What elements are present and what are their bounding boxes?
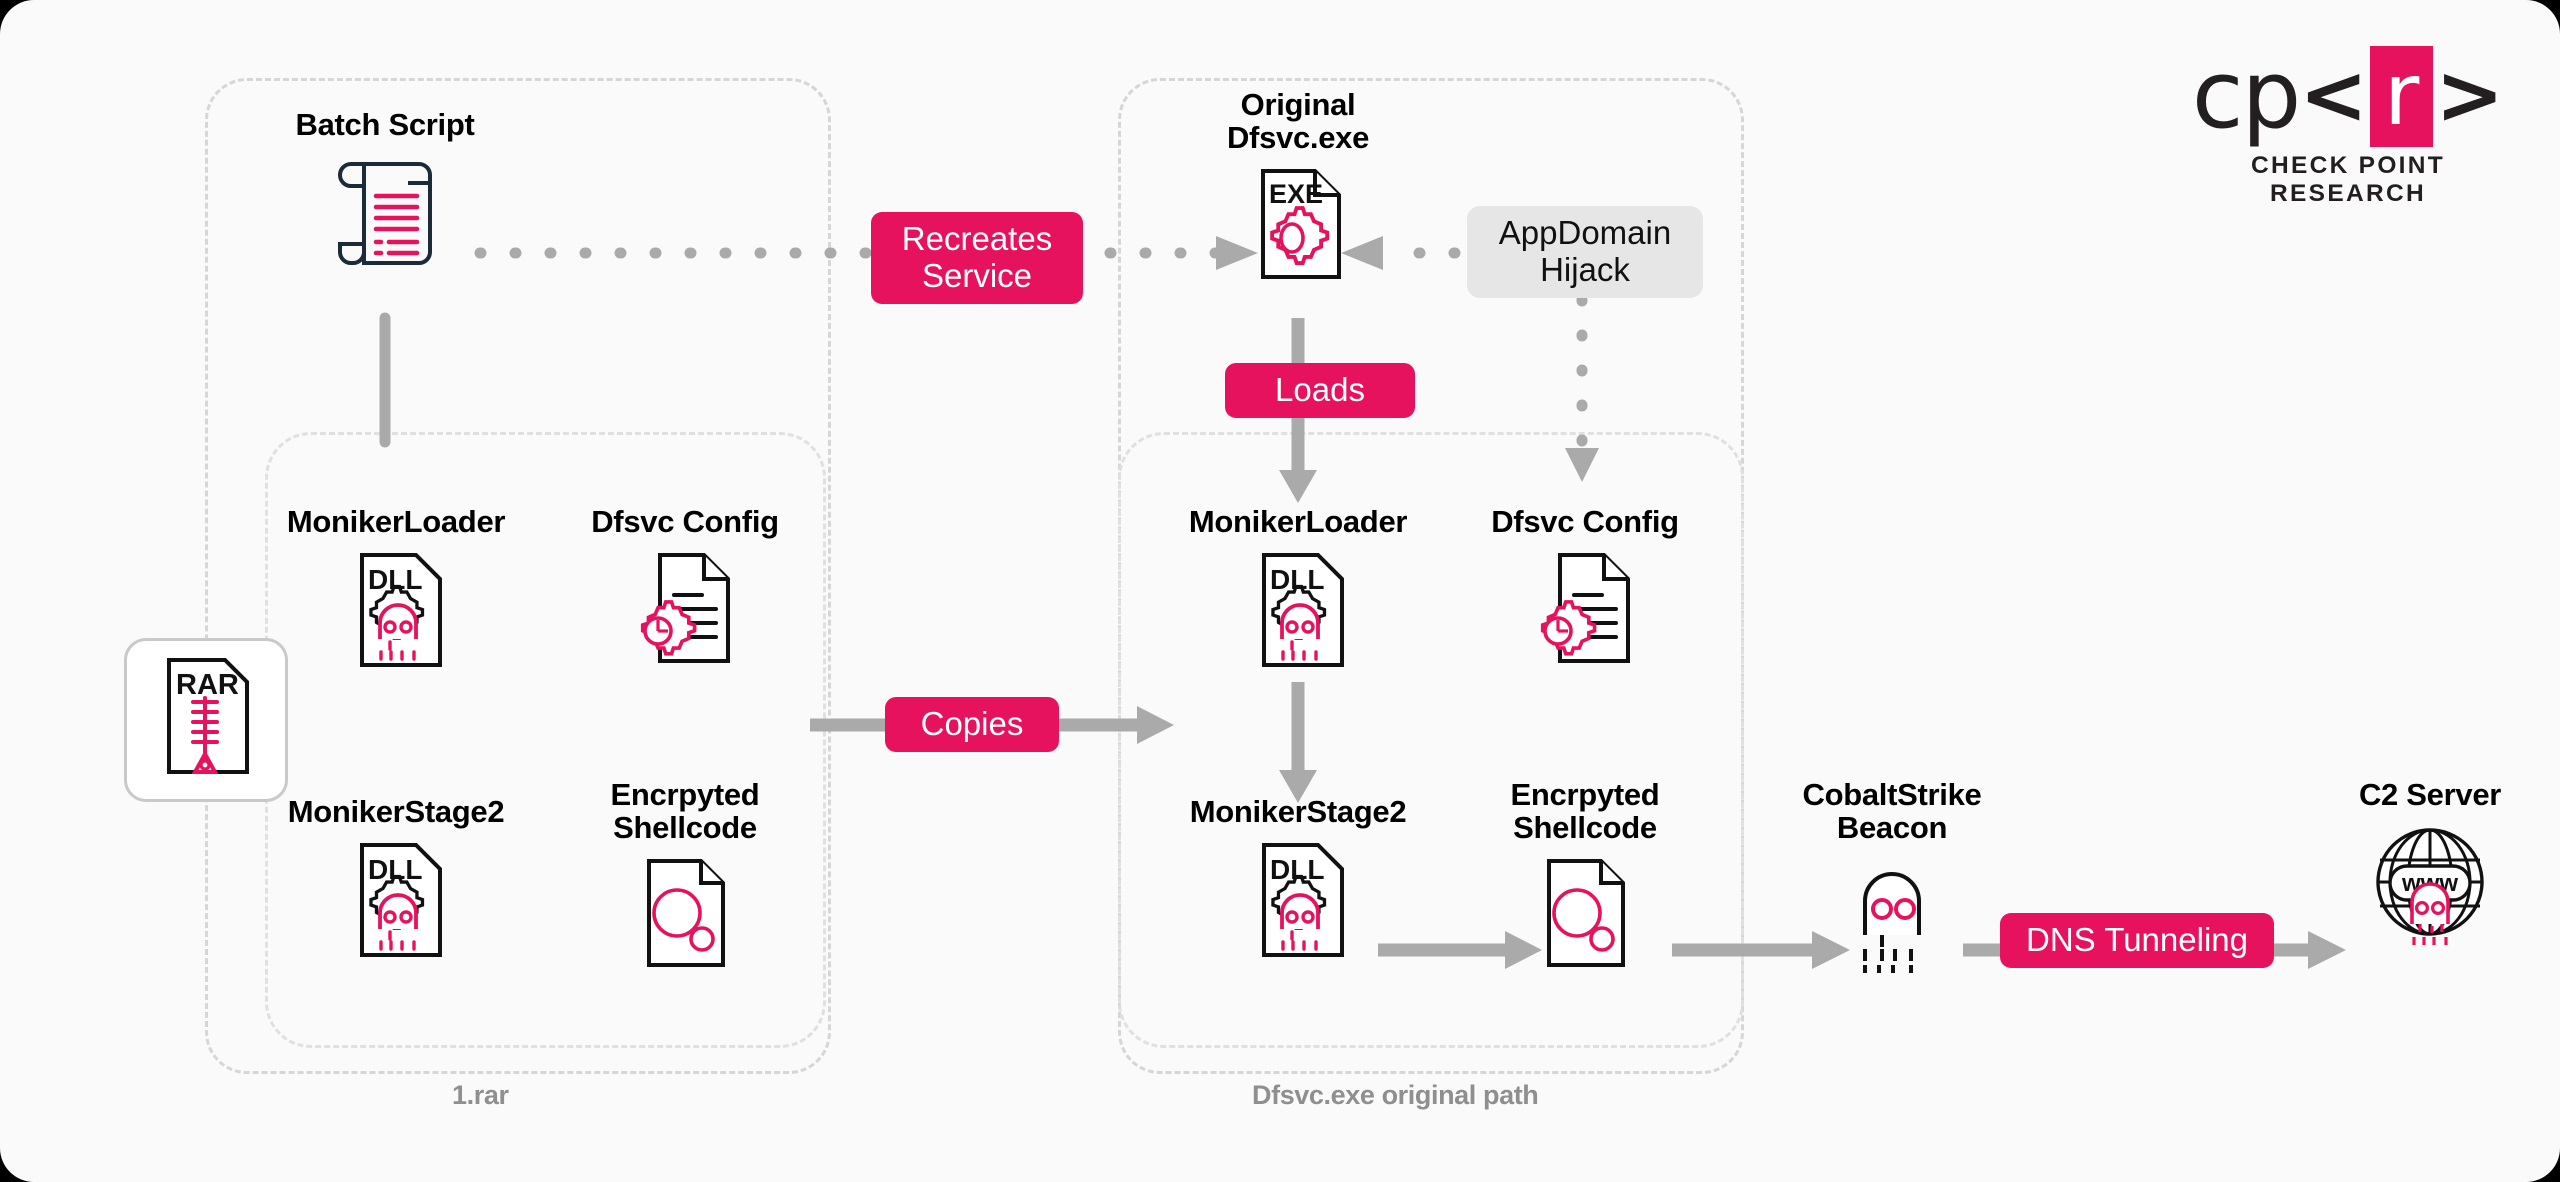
node-right-dfsvc-config-label: Dfsvc Config — [1491, 504, 1679, 539]
logo-gt-bracket: > — [2435, 48, 2505, 143]
edge-loads-arrowhead — [1279, 470, 1317, 503]
edge-loader-stage2-arrowhead — [1279, 770, 1317, 803]
node-cobalt-beacon[interactable]: CobaltStrike Beacon — [1762, 778, 2022, 980]
document-gear-icon — [626, 547, 744, 674]
zone-rar-outer — [205, 78, 831, 1074]
edge-label-appdomain-hijack[interactable]: AppDomain Hijack — [1467, 206, 1703, 298]
node-original-dfsvc-label: Original Dfsvc.exe — [1226, 87, 1370, 156]
svg-text:DLL: DLL — [368, 564, 422, 595]
node-right-moniker-stage2[interactable]: MonikerStage2 DLL — [1168, 795, 1428, 964]
edge-hijack-config-arrowhead — [1565, 448, 1599, 482]
node-right-dfsvc-config[interactable]: Dfsvc Config — [1455, 505, 1715, 674]
dll-ghost-icon: DLL — [1242, 547, 1354, 674]
node-rar-archive[interactable]: RAR — [73, 652, 333, 785]
node-left-shellcode-label: Encrpyted Shellcode — [610, 777, 760, 846]
node-left-moniker-loader-label: MonikerLoader — [286, 504, 506, 539]
scroll-script-icon — [329, 150, 441, 275]
edge-stage2-shellcode-arrowhead — [1505, 931, 1542, 969]
edge-label-dns-tunneling[interactable]: DNS Tunneling — [2000, 913, 2274, 968]
node-c2-server[interactable]: C2 Server www — [2300, 778, 2560, 953]
node-right-moniker-loader-label: MonikerLoader — [1188, 504, 1408, 539]
document-gear-icon — [1526, 547, 1644, 674]
node-left-moniker-stage2-label: MonikerStage2 — [287, 794, 505, 829]
svg-text:DLL: DLL — [1270, 564, 1324, 595]
svg-text:RAR: RAR — [176, 669, 239, 701]
edge-label-copies[interactable]: Copies — [885, 697, 1059, 752]
edge-shellcode-beacon-arrowhead — [1812, 931, 1850, 969]
dll-ghost-icon: DLL — [340, 547, 452, 674]
cpr-logo: cp < r > CHECK POINT RESEARCH — [2192, 45, 2504, 208]
logo-cp-text: cp — [2191, 41, 2301, 150]
node-right-shellcode-label: Encrpyted Shellcode — [1510, 777, 1660, 846]
svg-text:DLL: DLL — [368, 854, 422, 885]
edge-dns-c2-arrowhead — [2308, 931, 2346, 969]
exe-gear-icon: EXE — [1243, 163, 1353, 286]
edge-hijack-arrowhead — [1341, 236, 1383, 270]
dll-ghost-icon: DLL — [340, 837, 452, 964]
encrypted-document-icon — [1533, 853, 1637, 976]
logo-r-badge: r — [2370, 45, 2434, 147]
svg-text:DLL: DLL — [1270, 854, 1324, 885]
node-right-shellcode[interactable]: Encrpyted Shellcode — [1455, 778, 1715, 976]
rar-archive-icon: RAR — [147, 652, 259, 785]
edge-recreates-arrowhead — [1216, 236, 1258, 270]
node-original-dfsvc[interactable]: Original Dfsvc.exe EXE — [1168, 88, 1428, 286]
node-batch-script-label: Batch Script — [295, 107, 475, 142]
edge-copies-arrowhead — [1137, 706, 1174, 744]
logo-subtitle: CHECK POINT RESEARCH — [2250, 152, 2446, 207]
svg-text:EXE: EXE — [1269, 179, 1323, 209]
node-left-dfsvc-config[interactable]: Dfsvc Config — [555, 505, 815, 674]
node-left-moniker-loader[interactable]: MonikerLoader DLL — [266, 505, 526, 674]
edge-label-loads[interactable]: Loads — [1225, 363, 1415, 418]
node-cobalt-beacon-label: CobaltStrike Beacon — [1802, 777, 1982, 846]
zone-dfsvc-inner — [1118, 432, 1744, 1048]
node-left-moniker-stage2[interactable]: MonikerStage2 DLL — [266, 795, 526, 964]
node-batch-script[interactable]: Batch Script — [255, 108, 515, 275]
ghost-beacon-icon — [1837, 853, 1947, 980]
zone-caption-rar: 1.rar — [452, 1080, 509, 1110]
zone-caption-dfsvc: Dfsvc.exe original path — [1252, 1080, 1539, 1110]
globe-www-ghost-icon: www — [2364, 820, 2496, 953]
node-c2-server-label: C2 Server — [2358, 777, 2502, 812]
node-left-shellcode[interactable]: Encrpyted Shellcode — [555, 778, 815, 976]
encrypted-document-icon — [633, 853, 737, 976]
logo-lt-bracket: < — [2299, 48, 2368, 143]
node-right-moniker-loader[interactable]: MonikerLoader DLL — [1168, 505, 1428, 674]
edge-label-recreates-service[interactable]: Recreates Service — [871, 212, 1083, 304]
node-left-dfsvc-config-label: Dfsvc Config — [591, 504, 779, 539]
dll-ghost-icon: DLL — [1242, 837, 1354, 964]
